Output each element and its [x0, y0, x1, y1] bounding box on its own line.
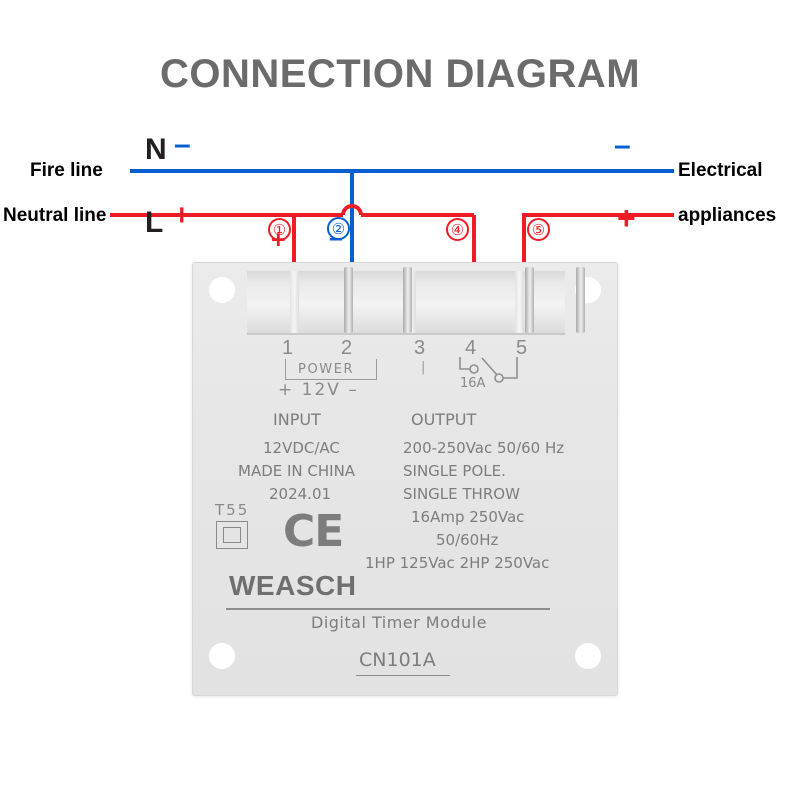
- plus-sign-live-left: +: [173, 199, 191, 232]
- terminal-screw-4[interactable]: [525, 267, 534, 333]
- class-ii-inner-square: [223, 527, 241, 543]
- input-spec-line-1: 12VDC/AC: [263, 439, 340, 457]
- terminal-3-tick: |: [421, 360, 426, 375]
- brand-underline: [226, 608, 550, 610]
- output-spec-line-5: 50/60Hz: [436, 531, 499, 549]
- mounting-hole-bottom-left: [209, 643, 235, 669]
- page-title: CONNECTION DIAGRAM: [159, 52, 641, 96]
- output-spec-line-2: SINGLE POLE.: [403, 462, 506, 480]
- terminal-number-1: 1: [282, 337, 294, 359]
- output-heading: OUTPUT: [411, 410, 477, 429]
- terminal-screw-1[interactable]: [344, 267, 353, 333]
- plus-sign-live-right: +: [617, 200, 636, 236]
- power-bracket-marking: [285, 359, 377, 380]
- terminal-divider-3: [515, 271, 524, 333]
- terminal-number-4: 4: [465, 337, 477, 359]
- output-spec-line-6: 1HP 125Vac 2HP 250Vac: [365, 554, 550, 572]
- power-label: POWER: [298, 362, 355, 377]
- terminal-number-3: 3: [414, 337, 426, 359]
- terminal-screw-2[interactable]: [403, 267, 412, 333]
- red-wire-hop: [341, 204, 363, 216]
- temperature-code-label: T55: [215, 501, 250, 519]
- relay-contact-symbol: [459, 357, 518, 383]
- product-subtitle: Digital Timer Module: [311, 613, 487, 632]
- mounting-hole-top-left: [209, 277, 235, 303]
- terminal-divider-1: [290, 271, 299, 333]
- input-spec-line-2: MADE IN CHINA: [238, 462, 356, 480]
- model-number: CN101A: [359, 649, 436, 671]
- class-ii-insulation-icon: [216, 521, 248, 549]
- model-underline: [356, 675, 450, 677]
- mounting-hole-bottom-right: [575, 643, 601, 669]
- callout-terminal-4: ④: [446, 218, 469, 241]
- callout-terminal-5: ⑤: [527, 218, 550, 241]
- brand-name: WEASCH: [229, 570, 357, 601]
- output-spec-line-1: 200-250Vac 50/60 Hz: [403, 439, 565, 457]
- terminal-block: [247, 267, 585, 335]
- relay-rating-label: 16A: [460, 376, 486, 391]
- label-fire-line: Fire line: [30, 160, 103, 181]
- ce-mark-icon: CE: [283, 506, 344, 557]
- voltage-label: + 12V –: [278, 380, 359, 400]
- red-wire-terminal-5: [522, 213, 674, 272]
- pole-marker-n: N: [145, 133, 167, 166]
- minus-sign-neutral-right: –: [614, 129, 631, 162]
- label-neutral-line: Neutral line: [3, 205, 107, 226]
- minus-sign-neutral-left: –: [174, 128, 191, 161]
- input-spec-line-3: 2024.01: [269, 485, 332, 503]
- timer-module-body: 1 2 3 4 5 POWER + 12V – | 16A INPUT OUTP…: [192, 262, 618, 696]
- terminal-screw-5[interactable]: [576, 267, 585, 333]
- label-electrical: Electrical: [678, 160, 763, 181]
- callout-terminal-1: ①: [268, 218, 291, 241]
- terminal-number-2: 2: [341, 337, 353, 359]
- output-spec-line-3: SINGLE THROW: [403, 485, 520, 503]
- output-spec-line-4: 16Amp 250Vac: [411, 508, 525, 526]
- input-heading: INPUT: [273, 410, 321, 429]
- terminal-number-5: 5: [516, 337, 528, 359]
- pole-marker-l: L: [145, 206, 164, 239]
- label-appliances: appliances: [678, 205, 777, 226]
- callout-terminal-2: ②: [327, 217, 350, 240]
